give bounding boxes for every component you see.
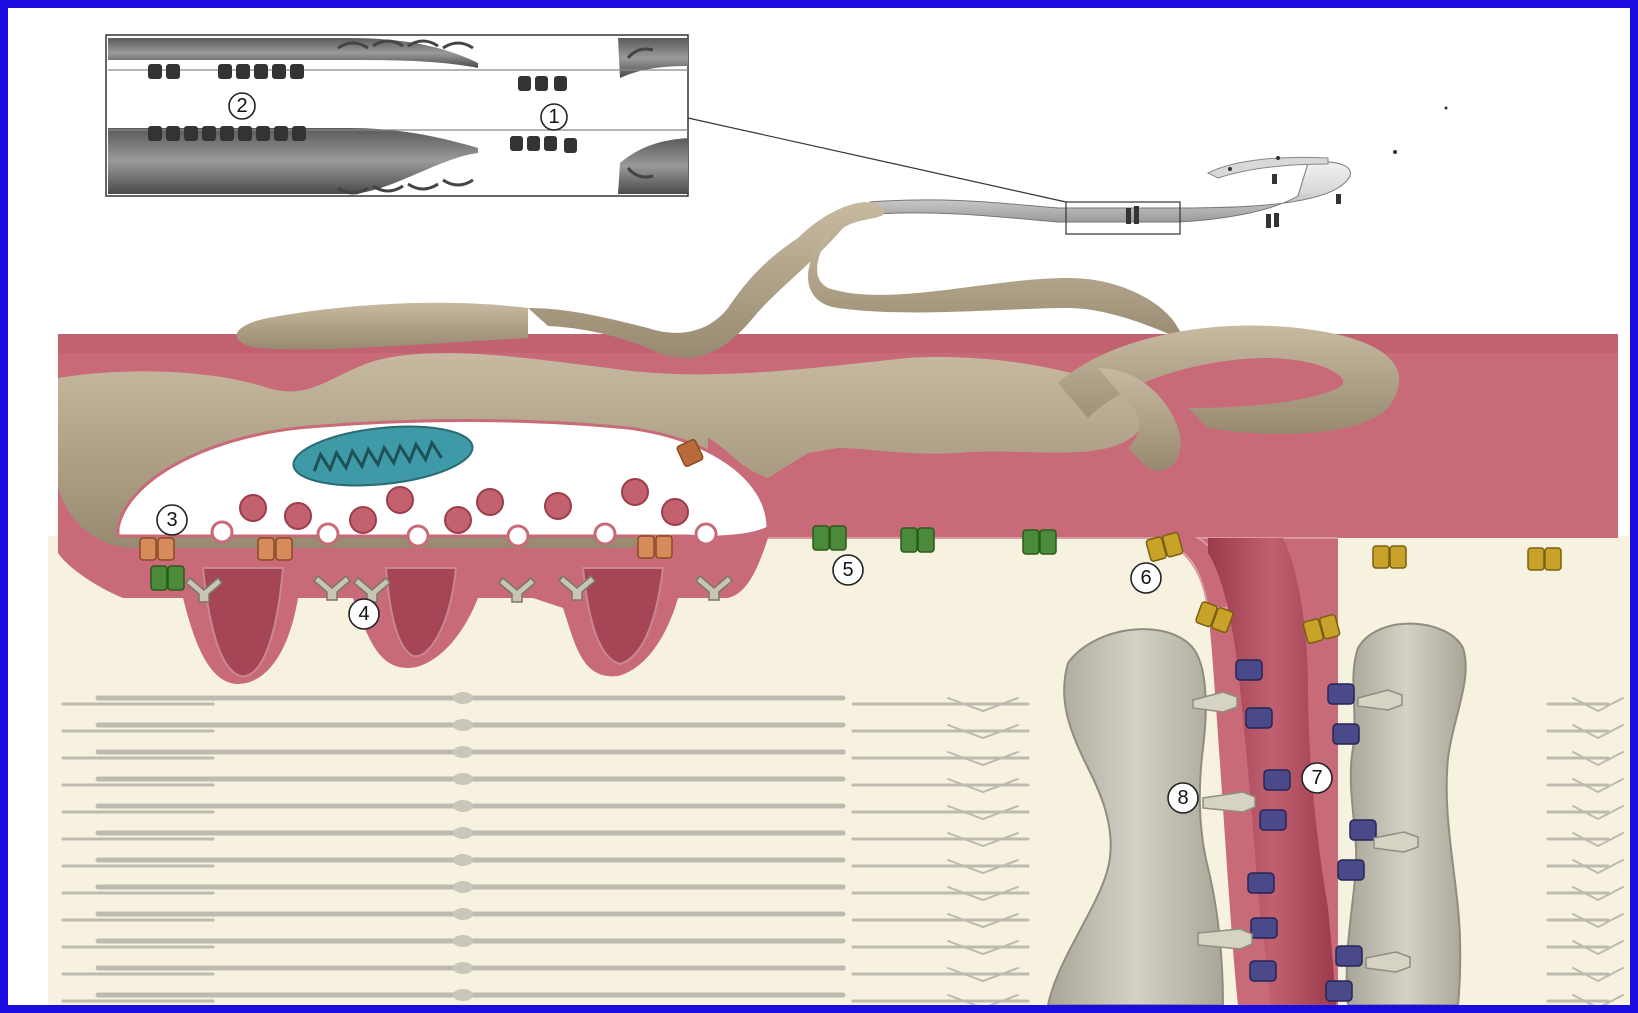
- m-line: [453, 962, 473, 974]
- inset-magnified-axon: [106, 35, 1066, 202]
- m-line: [453, 935, 473, 947]
- callout-8: 8: [1168, 783, 1198, 813]
- callout-5: 5: [833, 555, 863, 585]
- m-line: [453, 854, 473, 866]
- callout-2-label: 2: [236, 95, 247, 117]
- callout-6-label: 6: [1140, 567, 1151, 589]
- callout-2: 2: [229, 93, 255, 119]
- diagram-frame: 1 2 3 4 5 6 7 8: [8, 8, 1630, 1005]
- neuromuscular-junction-diagram: 1 2 3 4 5 6 7 8: [8, 8, 1630, 1005]
- m-line: [453, 989, 473, 1001]
- callout-5-label: 5: [842, 559, 853, 581]
- callout-1: 1: [541, 104, 567, 130]
- m-line: [453, 692, 473, 704]
- callout-1-label: 1: [548, 106, 559, 128]
- callout-4: 4: [349, 599, 379, 629]
- m-line: [453, 773, 473, 785]
- callout-4-label: 4: [358, 603, 369, 625]
- callout-3-label: 3: [166, 509, 177, 531]
- m-line: [453, 881, 473, 893]
- m-line: [453, 719, 473, 731]
- myelinated-axon: [870, 107, 1448, 235]
- callout-6: 6: [1131, 563, 1161, 593]
- callout-3: 3: [157, 505, 187, 535]
- callout-8-label: 8: [1177, 787, 1188, 809]
- callout-7: 7: [1302, 763, 1332, 793]
- callout-7-label: 7: [1311, 767, 1322, 789]
- m-line: [453, 908, 473, 920]
- m-line: [453, 746, 473, 758]
- m-line: [453, 800, 473, 812]
- m-line: [453, 827, 473, 839]
